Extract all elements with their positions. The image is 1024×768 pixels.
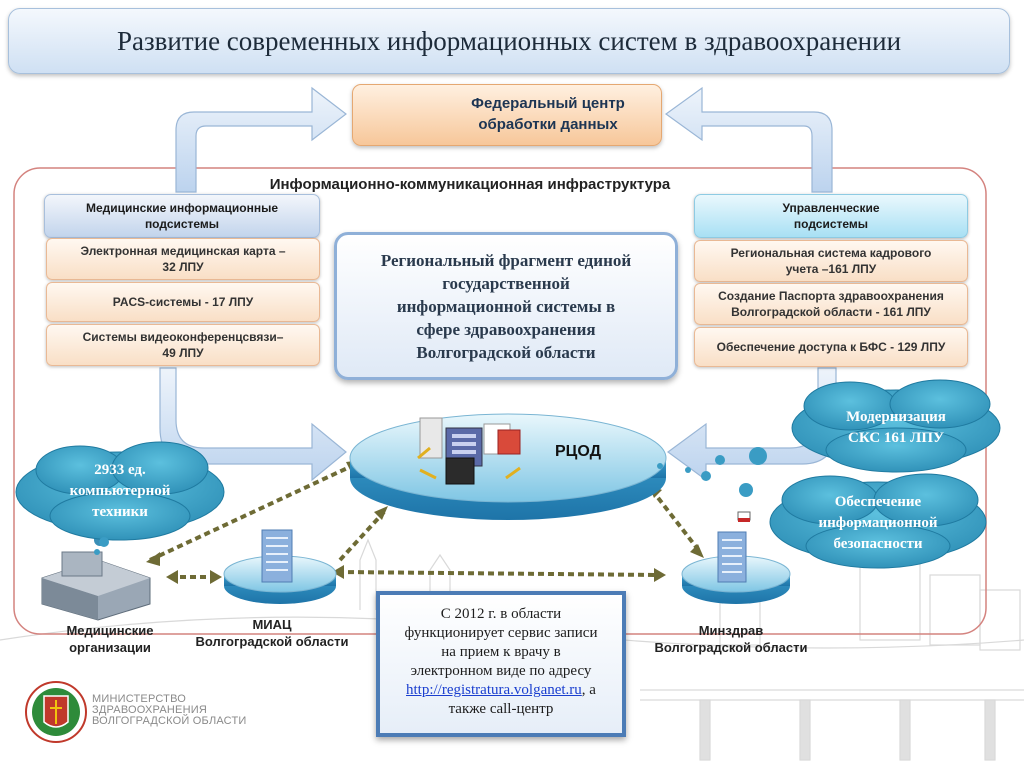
federal-center-line2: обработки данных <box>478 116 618 133</box>
medical-subsystems-header: Медицинские информационные подсистемы <box>44 194 320 238</box>
info-line1: С 2012 г. в области <box>440 606 562 622</box>
info-line6: также call-центр <box>448 701 554 717</box>
ministry-line1: МИНИСТЕРСТВО <box>92 693 186 705</box>
medical-organizations-line2: организации <box>69 640 151 655</box>
left-item-emr: Электронная медицинская карта – 32 ЛПУ <box>46 238 320 280</box>
left-item-pacs-line1: PACS-системы - 17 ЛПУ <box>112 295 254 309</box>
minzdrav-disk <box>681 511 791 604</box>
server-rack-icon <box>417 417 521 485</box>
right-item-bfs-line1: Обеспечение доступа к БФС - 129 ЛПУ <box>716 340 946 354</box>
minzdrav-label: Минздрав Волгоградской области <box>636 622 826 656</box>
center-box-line1: Региональный фрагмент единой <box>380 250 632 270</box>
infrastructure-label: Информационно-коммуникационная инфрастру… <box>269 176 671 193</box>
registratura-link[interactable]: http://registratura.volganet.ru <box>406 682 582 698</box>
page-title: Развитие современных информационных сист… <box>116 25 902 56</box>
cloud-computers <box>15 441 225 541</box>
ministry-name: МИНИСТЕРСТВО ЗДРАВООХРАНЕНИЯ ВОЛГОГРАДСК… <box>92 694 246 727</box>
registration-info-box: С 2012 г. в области функционирует сервис… <box>376 591 626 737</box>
left-item-video-line2: 49 ЛПУ <box>162 346 204 360</box>
info-line4: электронном виде по адресу <box>410 663 592 679</box>
minzdrav-line2: Волгоградской области <box>654 640 808 655</box>
right-item-passport-line1: Создание Паспорта здравоохранения <box>718 289 944 303</box>
medical-building-icon <box>41 534 151 621</box>
right-item-bfs: Обеспечение доступа к БФС - 129 ЛПУ <box>694 327 968 367</box>
cloud-security-line1: Обеспечение <box>834 493 922 510</box>
cloud-security-text: Обеспечение информационной безопасности <box>790 488 966 558</box>
arrow-right-up <box>664 86 833 193</box>
info-line3: на прием к врачу в <box>441 644 561 660</box>
left-item-pacs: PACS-системы - 17 ЛПУ <box>46 282 320 322</box>
cloud-modernization-text: Модернизация СКС 161 ЛПУ <box>806 402 986 454</box>
medical-subsystems-line2: подсистемы <box>144 217 220 231</box>
left-item-video-line1: Системы видеоконференцсвязи– <box>82 330 284 344</box>
federal-center-label: Федеральный центр обработки данных <box>443 93 653 135</box>
cloud-computers-line2: компьютерной <box>69 482 171 499</box>
cloud-modernization-line2: СКС 161 ЛПУ <box>847 430 945 446</box>
arrow-left-up <box>175 86 347 193</box>
cloud-security-line3: безопасности <box>833 535 923 552</box>
miac-line2: Волгоградской области <box>195 634 349 649</box>
city-skyline <box>0 538 1024 761</box>
cloud-computers-line1: 2933 ед. <box>94 461 146 478</box>
right-item-hr-line1: Региональная система кадрового <box>730 246 932 260</box>
management-subsystems-line1: Управленческие <box>782 201 880 215</box>
cloud-security <box>769 473 987 569</box>
minzdrav-line1: Минздрав <box>698 623 764 638</box>
medical-subsystems-line1: Медицинские информационные <box>85 201 279 215</box>
left-item-emr-line2: 32 ЛПУ <box>162 260 204 274</box>
cloud-modernization-line1: Модернизация <box>846 409 946 425</box>
ministry-line3: ВОЛГОГРАДСКОЙ ОБЛАСТИ <box>92 715 247 727</box>
federal-center-line1: Федеральный центр <box>471 95 625 112</box>
right-item-hr-line2: учета –161 ЛПУ <box>785 262 877 276</box>
info-line2: функционирует сервис записи <box>404 625 598 641</box>
cloud-computers-line3: техники <box>92 503 148 520</box>
cloud-security-line2: информационной <box>818 514 938 531</box>
regional-fragment-box: Региональный фрагмент единой государстве… <box>334 232 678 380</box>
miac-label: МИАЦ Волгоградской области <box>180 616 364 650</box>
rcod-label: РЦОД <box>555 443 601 460</box>
info-link-suffix: , а <box>581 682 596 698</box>
miac-disk <box>223 529 337 604</box>
right-item-passport: Создание Паспорта здравоохранения Волгог… <box>694 283 968 325</box>
center-box-line5: Волгоградской области <box>416 342 596 362</box>
medical-organizations-label: Медицинские организации <box>44 622 176 656</box>
right-item-hr: Региональная система кадрового учета –16… <box>694 240 968 282</box>
cloud-bubbles <box>657 447 767 497</box>
cloud-computers-text: 2933 ед. компьютерной техники <box>40 456 200 526</box>
miac-line1: МИАЦ <box>252 617 292 632</box>
center-box-line2: государственной <box>442 273 570 293</box>
management-subsystems-header: Управленческие подсистемы <box>694 194 968 238</box>
left-item-video: Системы видеоконференцсвязи– 49 ЛПУ <box>46 324 320 366</box>
right-item-passport-line2: Волгоградской области - 161 ЛПУ <box>731 305 931 319</box>
info-line5: http://registratura.volganet.ru, а <box>386 681 616 700</box>
title-bar: Развитие современных информационных сист… <box>8 8 1010 74</box>
federal-center-box: Федеральный центр обработки данных <box>352 84 662 146</box>
management-subsystems-line2: подсистемы <box>793 217 869 231</box>
center-box-line3: информационной системы в <box>396 296 616 316</box>
cloud-modernization <box>791 379 1001 473</box>
center-box-line4: сфере здравоохранения <box>416 319 596 339</box>
ministry-line2: ЗДРАВООХРАНЕНИЯ <box>92 704 207 716</box>
medical-organizations-line1: Медицинские <box>66 623 154 638</box>
left-item-emr-line1: Электронная медицинская карта – <box>80 244 286 258</box>
ministry-emblem-icon <box>25 681 87 743</box>
connection-lines <box>149 462 702 579</box>
